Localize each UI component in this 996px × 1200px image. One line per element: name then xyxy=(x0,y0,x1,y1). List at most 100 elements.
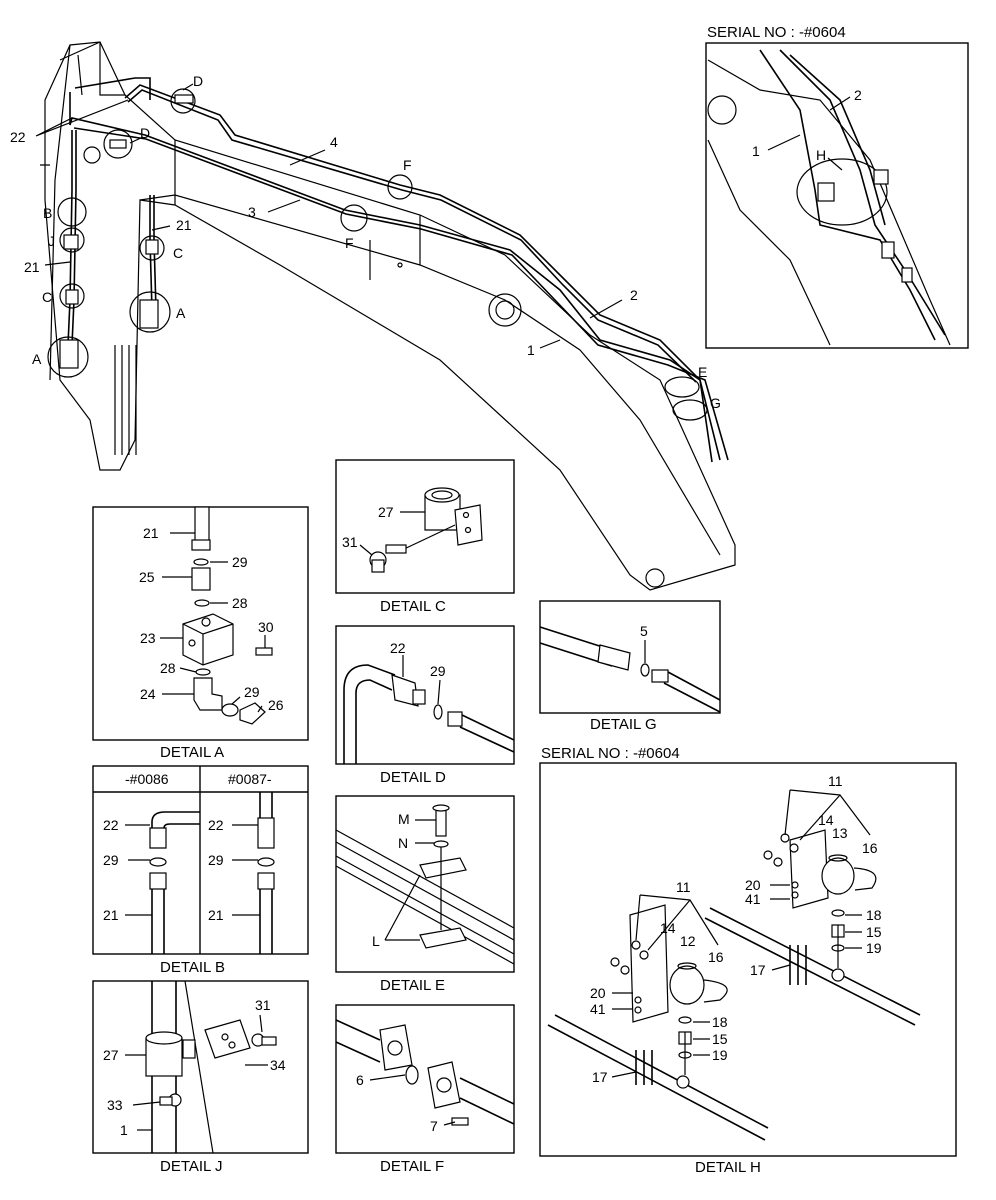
serial-inset: SERIAL NO : -#0604 2 1 H xyxy=(705,24,969,349)
detail-d: 22 29 DETAIL D xyxy=(335,625,515,786)
detail-a: 21 29 25 28 23 30 28 24 29 26 DETAIL A xyxy=(92,506,309,761)
detail-caption: DETAIL H xyxy=(695,1159,761,1176)
callout-label: 21 xyxy=(24,259,40,275)
detail-caption: DETAIL F xyxy=(380,1158,444,1175)
callout-label: A xyxy=(32,351,42,367)
callout-label: 33 xyxy=(107,1097,123,1113)
callout-label: G xyxy=(710,395,721,411)
callout-label: 34 xyxy=(270,1057,286,1073)
callout-label: 5 xyxy=(640,623,648,639)
callout-label: F xyxy=(403,157,412,173)
callout-label: 11 xyxy=(676,879,691,895)
callout-label: 29 xyxy=(430,663,446,679)
detail-caption: DETAIL A xyxy=(160,744,224,761)
callout-label: A xyxy=(176,305,186,321)
callout-label: 30 xyxy=(258,619,274,635)
callout-label: 41 xyxy=(745,891,761,907)
callout-label: 26 xyxy=(268,697,284,713)
callout-label: 22 xyxy=(10,129,26,145)
callout-label: 3 xyxy=(248,204,256,220)
callout-label: D xyxy=(193,73,203,89)
callout-label: 14 xyxy=(818,812,834,828)
callout-label: C xyxy=(173,245,183,261)
callout-label: 25 xyxy=(139,569,155,585)
callout-label: 15 xyxy=(712,1031,728,1047)
callout-label: 22 xyxy=(208,817,224,833)
callout-label: 23 xyxy=(140,630,156,646)
detail-caption: DETAIL E xyxy=(380,977,445,994)
detail-caption: DETAIL B xyxy=(160,959,225,976)
column-header: #0087- xyxy=(228,771,272,787)
callout-label: 22 xyxy=(103,817,119,833)
callout-label: 21 xyxy=(176,217,192,233)
callout-label: 7 xyxy=(430,1118,438,1134)
main-labels: 22 4 3 21 21 2 1 D D F F B J C C A A E G xyxy=(10,73,721,411)
callout-label: 16 xyxy=(708,949,724,965)
detail-caption: DETAIL G xyxy=(590,716,657,733)
callout-label: 29 xyxy=(103,852,119,868)
detail-e: M N L DETAIL E xyxy=(335,795,515,994)
callout-label: 29 xyxy=(244,684,260,700)
callout-label: C xyxy=(42,289,52,305)
callout-label: 41 xyxy=(590,1001,606,1017)
column-header: -#0086 xyxy=(125,771,169,787)
callout-label: 11 xyxy=(828,773,843,789)
callout-label: 1 xyxy=(752,143,760,159)
callout-label: 20 xyxy=(590,985,606,1001)
callout-label: M xyxy=(398,811,410,827)
callout-label: 31 xyxy=(255,997,271,1013)
detail-b: -#0086 #0087- 22 29 21 22 29 21 DETAIL B xyxy=(92,765,309,976)
callout-label: 27 xyxy=(103,1047,119,1063)
callout-label: 29 xyxy=(208,852,224,868)
detail-f: 6 7 DETAIL F xyxy=(335,1004,515,1175)
callout-label: 1 xyxy=(120,1122,128,1138)
detail-caption: DETAIL J xyxy=(160,1158,223,1175)
detail-g: 5 DETAIL G xyxy=(539,600,721,733)
callout-label: N xyxy=(398,835,408,851)
callout-label: 19 xyxy=(712,1047,728,1063)
callout-label: L xyxy=(372,933,380,949)
callout-label: 22 xyxy=(390,640,406,656)
callout-label: 1 xyxy=(527,342,535,358)
callout-label: 16 xyxy=(862,840,878,856)
callout-label: 15 xyxy=(866,924,882,940)
callout-label: 21 xyxy=(208,907,224,923)
main-leaders xyxy=(35,83,623,349)
detail-h: SERIAL NO : -#0604 11 14 13 16 20 41 18 … xyxy=(539,745,957,1176)
callout-label: 21 xyxy=(143,525,159,541)
detail-c: 27 31 DETAIL C xyxy=(335,459,515,615)
serial-label: SERIAL NO : -#0604 xyxy=(541,745,680,762)
detail-j: 31 27 34 33 1 DETAIL J xyxy=(92,980,309,1175)
callout-label: 2 xyxy=(854,87,862,103)
callout-label: 4 xyxy=(330,134,338,150)
detail-caption: DETAIL D xyxy=(380,769,446,786)
callout-label: 18 xyxy=(712,1014,728,1030)
callout-label: 29 xyxy=(232,554,248,570)
callout-label: 18 xyxy=(866,907,882,923)
callout-label: 2 xyxy=(630,287,638,303)
callout-label: 19 xyxy=(866,940,882,956)
callout-label: H xyxy=(816,147,826,163)
callout-label: 31 xyxy=(342,534,358,550)
callout-label: J xyxy=(48,233,55,249)
callout-label: E xyxy=(698,364,707,380)
callout-label: 28 xyxy=(232,595,248,611)
callout-label: 6 xyxy=(356,1072,364,1088)
callout-label: B xyxy=(43,205,52,221)
callout-label: 24 xyxy=(140,686,156,702)
callout-label: 12 xyxy=(680,933,696,949)
callout-label: 13 xyxy=(832,825,848,841)
callout-label: 17 xyxy=(750,962,766,978)
callout-label: D xyxy=(140,125,150,141)
detail-caption: DETAIL C xyxy=(380,598,446,615)
callout-label: 20 xyxy=(745,877,761,893)
boom-assembly xyxy=(40,41,736,591)
callout-label: 21 xyxy=(103,907,119,923)
serial-label: SERIAL NO : -#0604 xyxy=(707,24,846,41)
callout-label: 27 xyxy=(378,504,394,520)
callout-label: 14 xyxy=(660,920,676,936)
callout-label: 28 xyxy=(160,660,176,676)
callout-label: 17 xyxy=(592,1069,608,1085)
callout-label: F xyxy=(345,235,354,251)
